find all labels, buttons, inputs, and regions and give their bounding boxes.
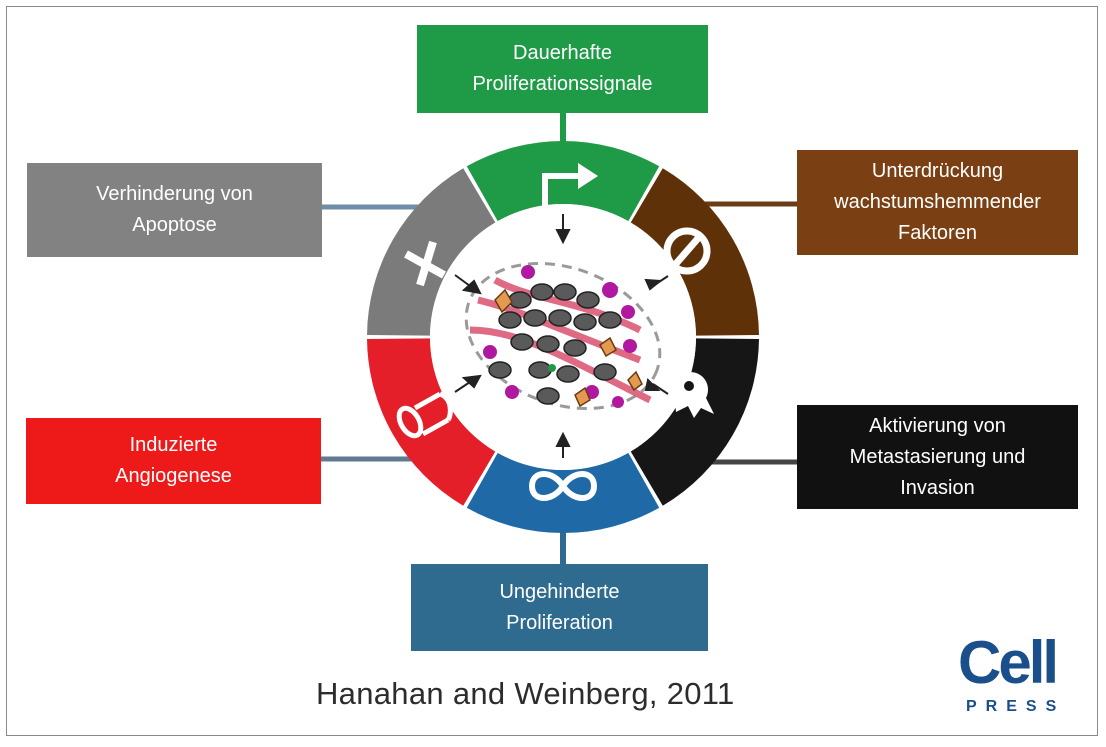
- hallmark-label-top: Dauerhafte Proliferationssignale: [472, 42, 653, 95]
- hallmark-label-top-right: Unterdrückung wachstumshemmender Faktore…: [834, 160, 1041, 244]
- hallmark-label-bottom: Ungehinderte Proliferation: [499, 580, 620, 634]
- hallmark-label-bottom-right: Aktivierung von Metastasierung und Invas…: [849, 414, 1026, 499]
- no-sign-icon: [663, 227, 711, 275]
- inner-disk: [430, 204, 696, 470]
- arrow-icon: [542, 163, 598, 212]
- logo-word: Cell: [958, 629, 1059, 696]
- logo-subword: PRESS: [966, 698, 1066, 715]
- hallmark-box-top: Dauerhafte Proliferationssignale: [417, 25, 708, 113]
- blood-vessel-icon: [396, 391, 453, 439]
- hallmark-box-bottom-left: Induzierte Angiogenese: [26, 418, 321, 504]
- ring-segments: [367, 141, 759, 533]
- hallmark-label-top-left: Verhinderung von Apoptose: [96, 183, 253, 236]
- hallmark-box-bottom: Ungehinderte Proliferation: [411, 564, 708, 651]
- ring-segment-proliferation-signal: [466, 141, 660, 222]
- hallmark-label-bottom-left: Induzierte Angiogenese: [115, 434, 232, 487]
- infinity-icon: [528, 471, 598, 501]
- tumor-cells-icon: [464, 262, 662, 410]
- ring-segment-growth-suppressor: [630, 168, 759, 336]
- ring-segment-replicative-immortality: [466, 452, 660, 533]
- hallmark-box-bottom-right: Aktivierung von Metastasierung und Invas…: [797, 405, 1078, 509]
- cell-migration-icon: [670, 372, 714, 418]
- ring-segment-angiogenesis: [367, 338, 496, 506]
- citation: Hanahan and Weinberg, 2011: [316, 676, 735, 711]
- hallmark-box-top-right: Unterdrückung wachstumshemmender Faktore…: [797, 150, 1078, 255]
- ring-segment-metastasis: [630, 338, 759, 506]
- inward-arrows: [454, 214, 669, 458]
- cell-press-logo: Cell PRESS: [958, 629, 1076, 726]
- cross-icon: [404, 240, 446, 287]
- hallmark-box-top-left: Verhinderung von Apoptose: [27, 163, 322, 257]
